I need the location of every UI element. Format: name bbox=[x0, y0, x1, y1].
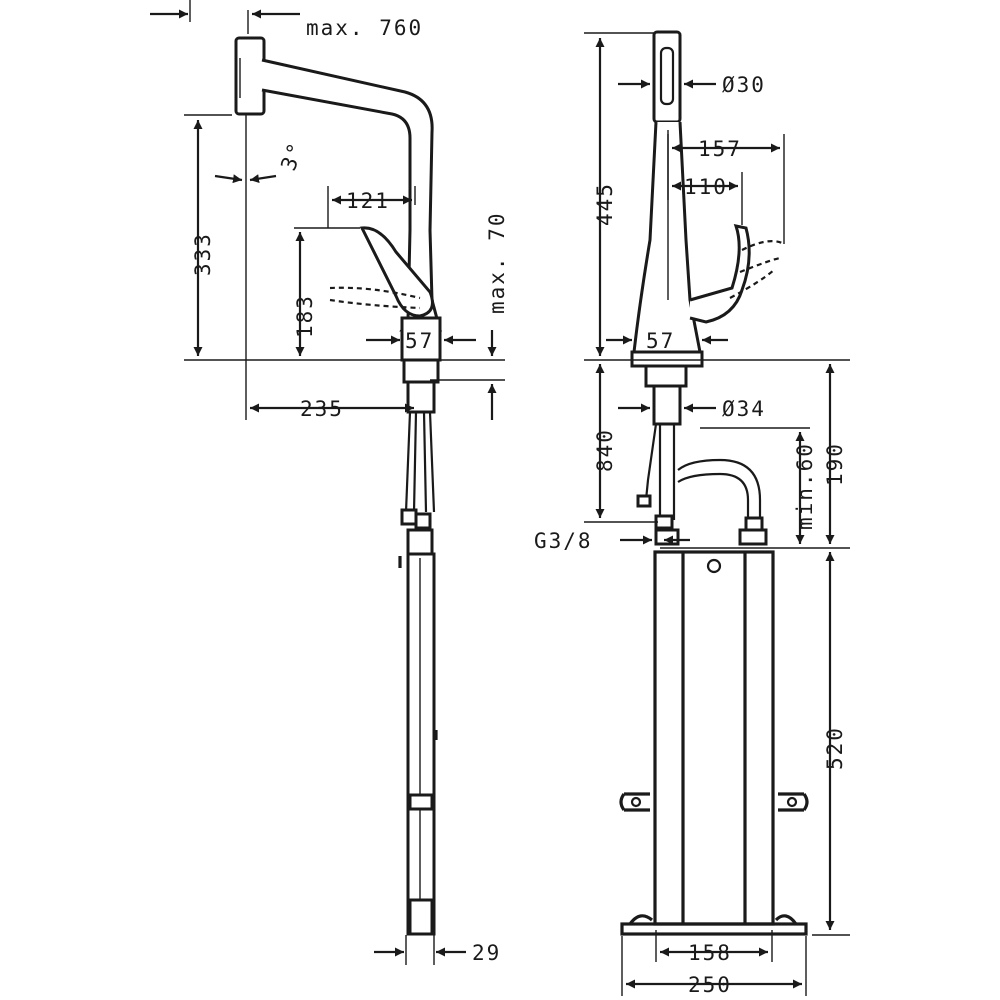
label-lever-height: 183 bbox=[293, 294, 317, 338]
lever-front bbox=[689, 224, 751, 324]
pull-out-hose bbox=[406, 552, 436, 936]
label-box-height: 520 bbox=[823, 726, 847, 770]
label-total-height: 445 bbox=[593, 182, 617, 226]
label-min-clear: min.60 bbox=[793, 442, 817, 530]
label-shank-dia: Ø34 bbox=[722, 397, 766, 421]
label-box-width: 250 bbox=[688, 973, 732, 997]
side-clamp-right bbox=[778, 792, 809, 812]
label-connection: G3/8 bbox=[534, 529, 593, 553]
label-spout-dia: Ø30 bbox=[722, 73, 766, 97]
lever-swing-dashed-front bbox=[741, 239, 785, 251]
label-base-left: 57 bbox=[405, 329, 434, 353]
label-base-right: 57 bbox=[646, 329, 675, 353]
front-view bbox=[584, 30, 850, 996]
label-box-inner: 158 bbox=[688, 941, 732, 965]
label-lever-reach: 121 bbox=[346, 189, 390, 213]
supply-pipe bbox=[677, 458, 762, 520]
label-spout-height: 333 bbox=[191, 232, 215, 276]
side-clamp-left bbox=[619, 792, 650, 812]
label-spray-reach: 157 bbox=[698, 137, 742, 161]
spray-head-front bbox=[652, 30, 682, 124]
side-view bbox=[150, 0, 505, 965]
label-lever-depth: 110 bbox=[684, 175, 728, 199]
lever bbox=[359, 226, 434, 318]
base-ring bbox=[400, 316, 442, 362]
label-max-deck: max. 70 bbox=[485, 211, 509, 314]
mounting-box bbox=[653, 550, 775, 926]
label-shank-length: 190 bbox=[823, 442, 847, 486]
label-hose-dia: 29 bbox=[472, 941, 501, 965]
hose-bundle bbox=[404, 411, 436, 513]
dimension-labels: max. 760 3° 333 183 121 max. 70 57 235 2… bbox=[191, 16, 847, 997]
label-max-reach: max. 760 bbox=[306, 16, 423, 40]
label-angle: 3° bbox=[276, 138, 309, 174]
label-hose-length: 840 bbox=[593, 428, 617, 472]
label-reach: 235 bbox=[300, 397, 344, 421]
